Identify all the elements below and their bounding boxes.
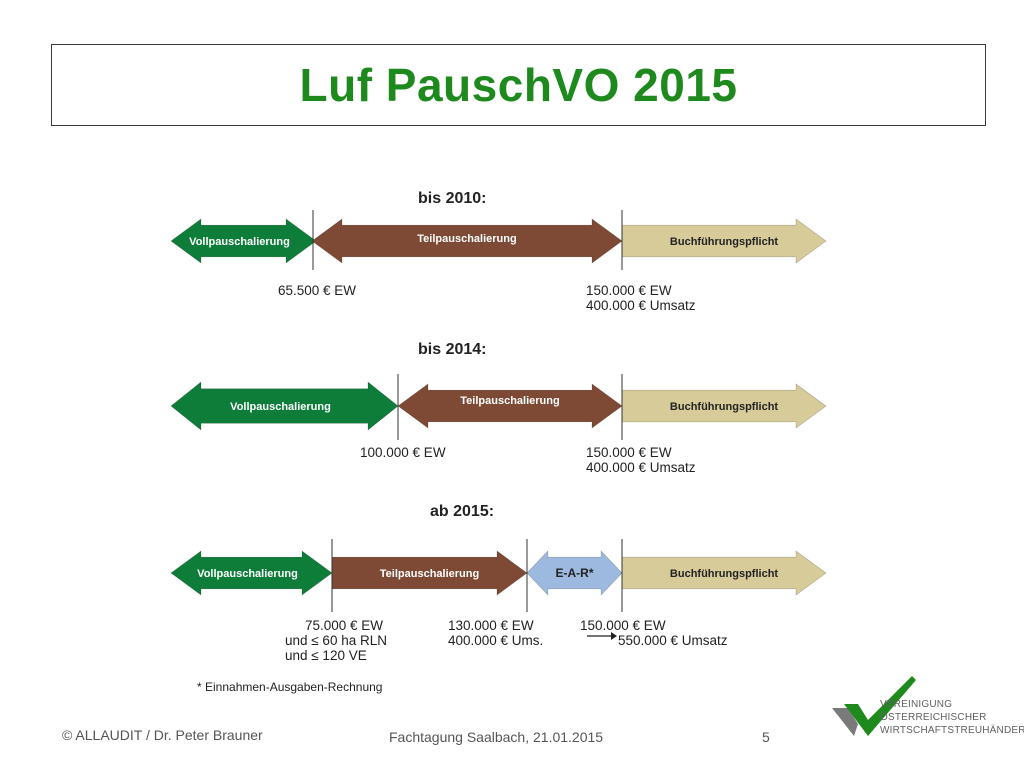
threshold-label: 400.000 € Ums. (448, 633, 543, 648)
footer-event: Fachtagung Saalbach, 21.01.2015 (389, 729, 604, 745)
segment-label: Vollpauschalierung (197, 568, 298, 580)
segment-label: Buchführungspflicht (670, 401, 778, 413)
segment-arrow (621, 218, 827, 264)
threshold-label: 150.000 € EW (586, 283, 672, 298)
segment-label: Buchführungspflicht (670, 568, 778, 580)
threshold-label: 100.000 € EW (360, 445, 446, 460)
segment-label: Vollpauschalierung (189, 236, 290, 248)
threshold-label: 400.000 € Umsatz (586, 298, 696, 313)
logo-line: WIRTSCHAFTSTREUHÄNDER (880, 725, 1024, 736)
segment-label: E-A-R* (556, 566, 594, 580)
title-box: Luf PauschVO 2015 (51, 44, 986, 126)
threshold-label: 65.500 € EW (278, 283, 356, 298)
segment-label: Teilpauschalierung (380, 568, 479, 580)
logo-check-icon (832, 676, 916, 736)
segment-label: Buchführungspflicht (670, 236, 778, 248)
footnote: * Einnahmen-Ausgaben-Rechnung (197, 680, 382, 694)
segment-label: Teilpauschalierung (417, 233, 516, 245)
threshold-label: und ≤ 120 VE (285, 648, 367, 663)
logo-line: VEREINIGUNG (880, 699, 953, 710)
threshold-label: 550.000 € Umsatz (618, 633, 728, 648)
footer-page-number: 5 (762, 729, 770, 745)
segment-label: Teilpauschalierung (460, 395, 559, 407)
logo-line: ÖSTERREICHISCHER (880, 712, 987, 723)
pointer-arrow-head (611, 632, 617, 640)
threshold-label: und ≤ 60 ha RLN (285, 633, 387, 648)
row-heading: ab 2015: (430, 503, 494, 520)
threshold-label: 75.000 € EW (305, 618, 383, 633)
segment-arrow (621, 550, 827, 596)
threshold-label: 150.000 € EW (580, 618, 666, 633)
row-heading: bis 2014: (418, 341, 486, 358)
logo-check-shadow (832, 708, 858, 736)
logo-check-mark (844, 676, 916, 736)
segment-label: Vollpauschalierung (230, 401, 331, 413)
segment-arrow (621, 383, 827, 429)
footer-copyright: © ALLAUDIT / Dr. Peter Brauner (62, 727, 263, 743)
row-heading: bis 2010: (418, 190, 486, 207)
segment-arrow (331, 550, 528, 596)
threshold-label: 130.000 € EW (448, 618, 534, 633)
logo-text: VEREINIGUNG ÖSTERREICHISCHER WIRTSCHAFTS… (880, 698, 1024, 737)
threshold-label: 400.000 € Umsatz (586, 460, 696, 475)
page-title: Luf PauschVO 2015 (299, 59, 738, 111)
threshold-label: 150.000 € EW (586, 445, 672, 460)
